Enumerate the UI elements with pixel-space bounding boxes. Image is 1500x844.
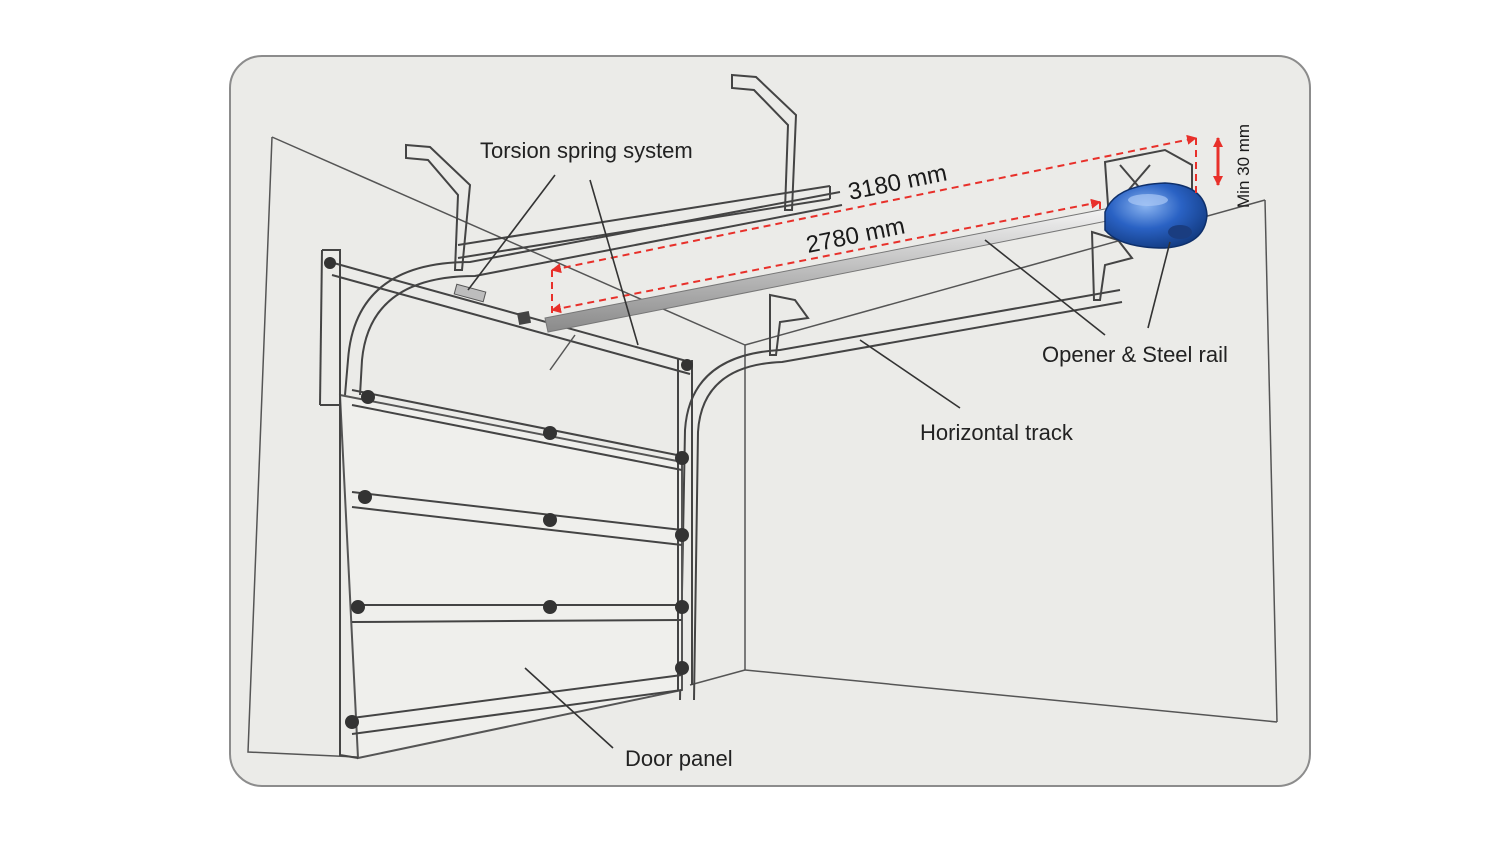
label-opener-rail: Opener & Steel rail (1042, 342, 1228, 367)
horizontal-tracks (344, 191, 1123, 701)
door-panel (319, 249, 693, 760)
dimension-lines (551, 134, 1223, 318)
label-torsion-spring: Torsion spring system (480, 138, 693, 163)
leader-lines (467, 174, 1171, 749)
dimension-min-clearance: Min 30 mm (1234, 124, 1253, 208)
torsion-spring-bar (329, 261, 691, 375)
label-horizontal-track: Horizontal track (920, 420, 1074, 445)
label-door-panel: Door panel (625, 746, 733, 771)
